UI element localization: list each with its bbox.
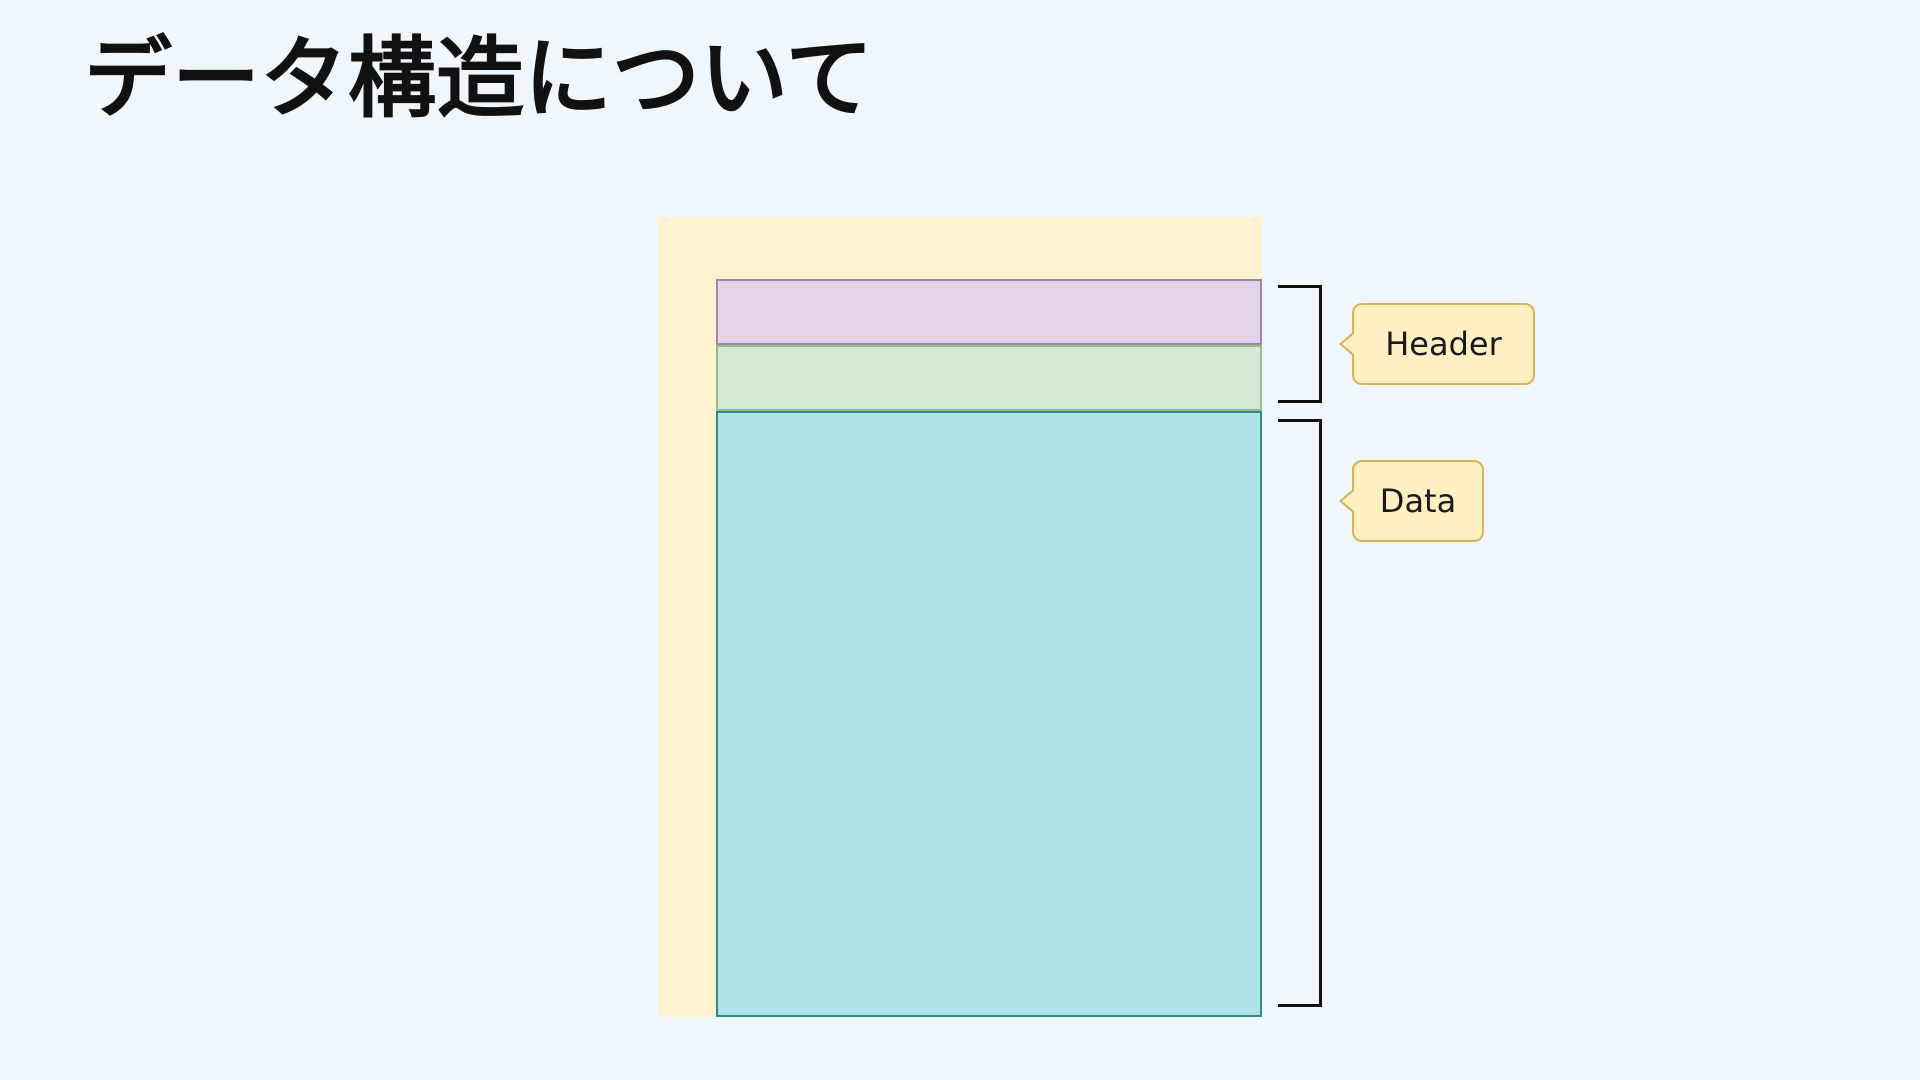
data-block bbox=[716, 411, 1262, 1017]
data-callout-label: Data bbox=[1379, 482, 1457, 520]
data-bracket bbox=[1278, 419, 1322, 1007]
header-block-primary bbox=[716, 279, 1262, 345]
header-block-secondary bbox=[716, 345, 1262, 411]
data-callout: Data bbox=[1339, 460, 1484, 542]
header-bracket bbox=[1278, 285, 1322, 403]
header-callout: Header bbox=[1339, 303, 1535, 385]
header-callout-label: Header bbox=[1385, 325, 1502, 363]
slide-title: データ構造について bbox=[84, 27, 874, 130]
